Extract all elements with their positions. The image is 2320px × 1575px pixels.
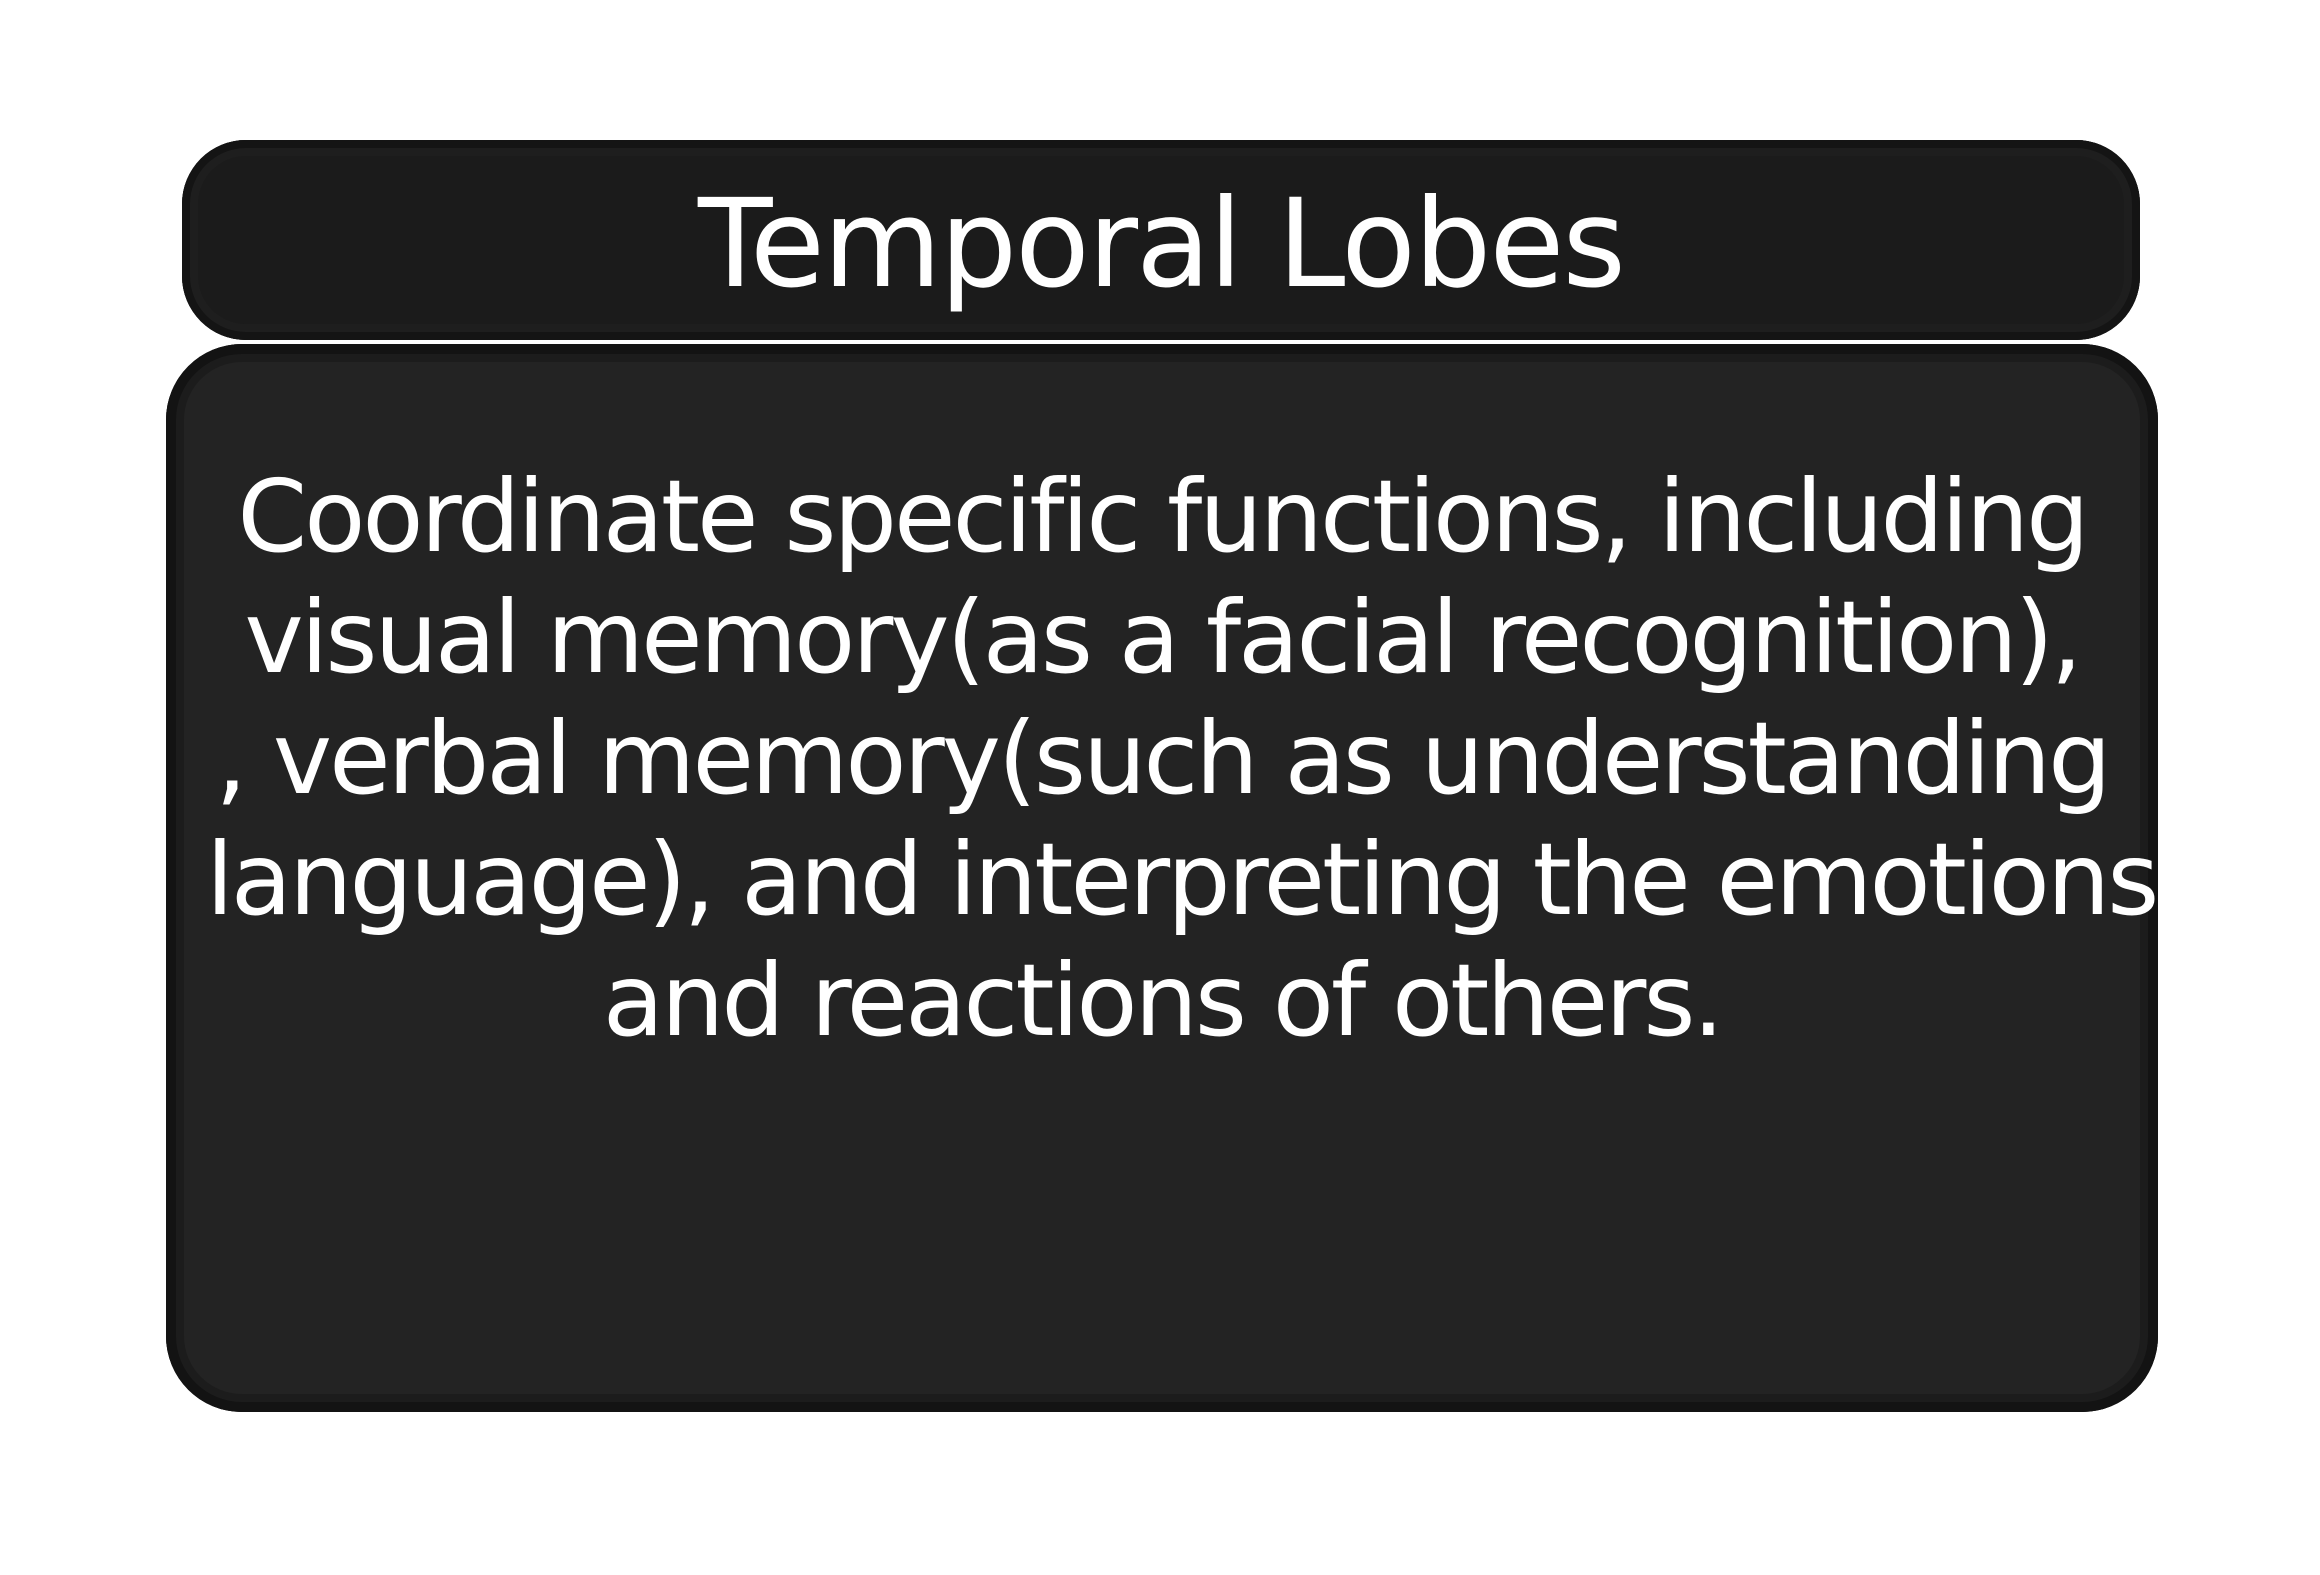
description-line: Coordinate specific functions, including xyxy=(237,458,2089,575)
description-line: , verbal memory(such as understanding xyxy=(215,700,2111,817)
description-text: Coordinate specific functions, including… xyxy=(206,456,2159,1061)
description-line: language), and interpreting the emotions xyxy=(206,821,2159,938)
title-card: Temporal Lobes xyxy=(182,140,2140,340)
description-line: visual memory(as a facial recognition), xyxy=(244,579,2082,696)
card-title: Temporal Lobes xyxy=(698,173,1626,315)
description-line: and reactions of others. xyxy=(602,942,1725,1059)
description-card: Coordinate specific functions, including… xyxy=(166,344,2159,1412)
